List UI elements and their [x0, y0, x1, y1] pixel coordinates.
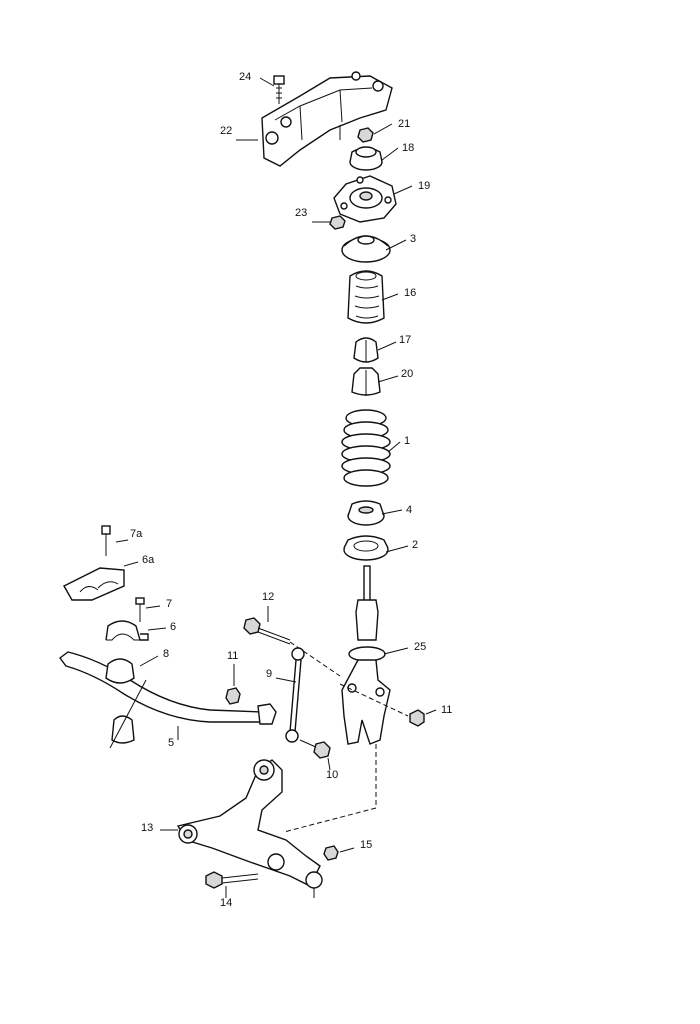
- part-15-nut: [323, 845, 339, 861]
- part-8-bushing: [105, 658, 135, 744]
- part-20-spacer-sleeve: [351, 367, 381, 396]
- part-18-top-cap: [349, 146, 383, 171]
- callout-11-left: 11: [227, 650, 238, 662]
- callout-7a: 7a: [130, 528, 143, 540]
- callout-14: 14: [220, 897, 232, 909]
- part-11-nut-right: [409, 709, 425, 727]
- callout-23: 23: [295, 207, 307, 219]
- callout-4: 4: [406, 504, 412, 516]
- part-21-nut: [357, 127, 374, 143]
- part-12-bolt: [243, 617, 291, 645]
- callout-18: 18: [402, 142, 414, 154]
- callout-7: 7: [166, 598, 172, 610]
- callout-25: 25: [414, 641, 426, 653]
- part-17-bump-stop: [353, 337, 379, 363]
- part-7-bolt: [135, 597, 145, 622]
- callout-2: 2: [412, 539, 418, 551]
- callout-20: 20: [401, 368, 413, 380]
- part-4-spring-isolator: [347, 500, 385, 526]
- guide-line-balljoint: [283, 744, 377, 833]
- part-13-lower-control-arm: [176, 759, 323, 898]
- callout-labels: 24 22 21 18 19 23 3 16 17 20 1 4 2 25 11…: [130, 71, 452, 909]
- callout-11-right: 11: [441, 704, 452, 716]
- part-11-nut-left: [225, 687, 241, 705]
- part-6a-bracket: [63, 567, 125, 601]
- callout-6a: 6a: [142, 554, 155, 566]
- callout-6: 6: [170, 621, 176, 633]
- part-22-strut-mount-bracket: [261, 71, 393, 167]
- part-14-bolt: [205, 871, 259, 889]
- part-7a-bolt: [101, 525, 111, 556]
- callout-3: 3: [410, 233, 416, 245]
- callout-24: 24: [239, 71, 251, 83]
- part-24-bolt: [273, 75, 285, 104]
- callout-13: 13: [141, 822, 153, 834]
- callout-21: 21: [398, 118, 410, 130]
- callout-17: 17: [399, 334, 411, 346]
- part-5-stabilizer-bar: [59, 651, 277, 725]
- part-2-lower-spring-seat: [343, 535, 389, 561]
- callout-12: 12: [262, 591, 274, 603]
- part-25-strut-assembly: [341, 565, 391, 745]
- callout-9: 9: [266, 668, 272, 680]
- guide-line-knuckle-nut: [339, 683, 409, 717]
- part-9-stabilizer-link: [285, 647, 305, 743]
- callout-5: 5: [168, 737, 174, 749]
- callout-8: 8: [163, 648, 169, 660]
- part-23-nut: [329, 215, 346, 230]
- part-3-upper-spring-seat: [341, 235, 391, 263]
- part-6-clamp: [105, 620, 149, 641]
- callout-1: 1: [404, 435, 410, 447]
- callout-19: 19: [418, 180, 430, 192]
- callout-16: 16: [404, 287, 416, 299]
- callout-10: 10: [326, 769, 338, 781]
- leader-lines: [109, 77, 437, 898]
- part-1-coil-spring: [341, 409, 391, 487]
- part-10-bolt: [299, 739, 331, 759]
- part-19-top-mount: [333, 175, 397, 223]
- callout-22: 22: [220, 125, 232, 137]
- part-16-dust-boot: [347, 270, 385, 324]
- callout-15: 15: [360, 839, 372, 851]
